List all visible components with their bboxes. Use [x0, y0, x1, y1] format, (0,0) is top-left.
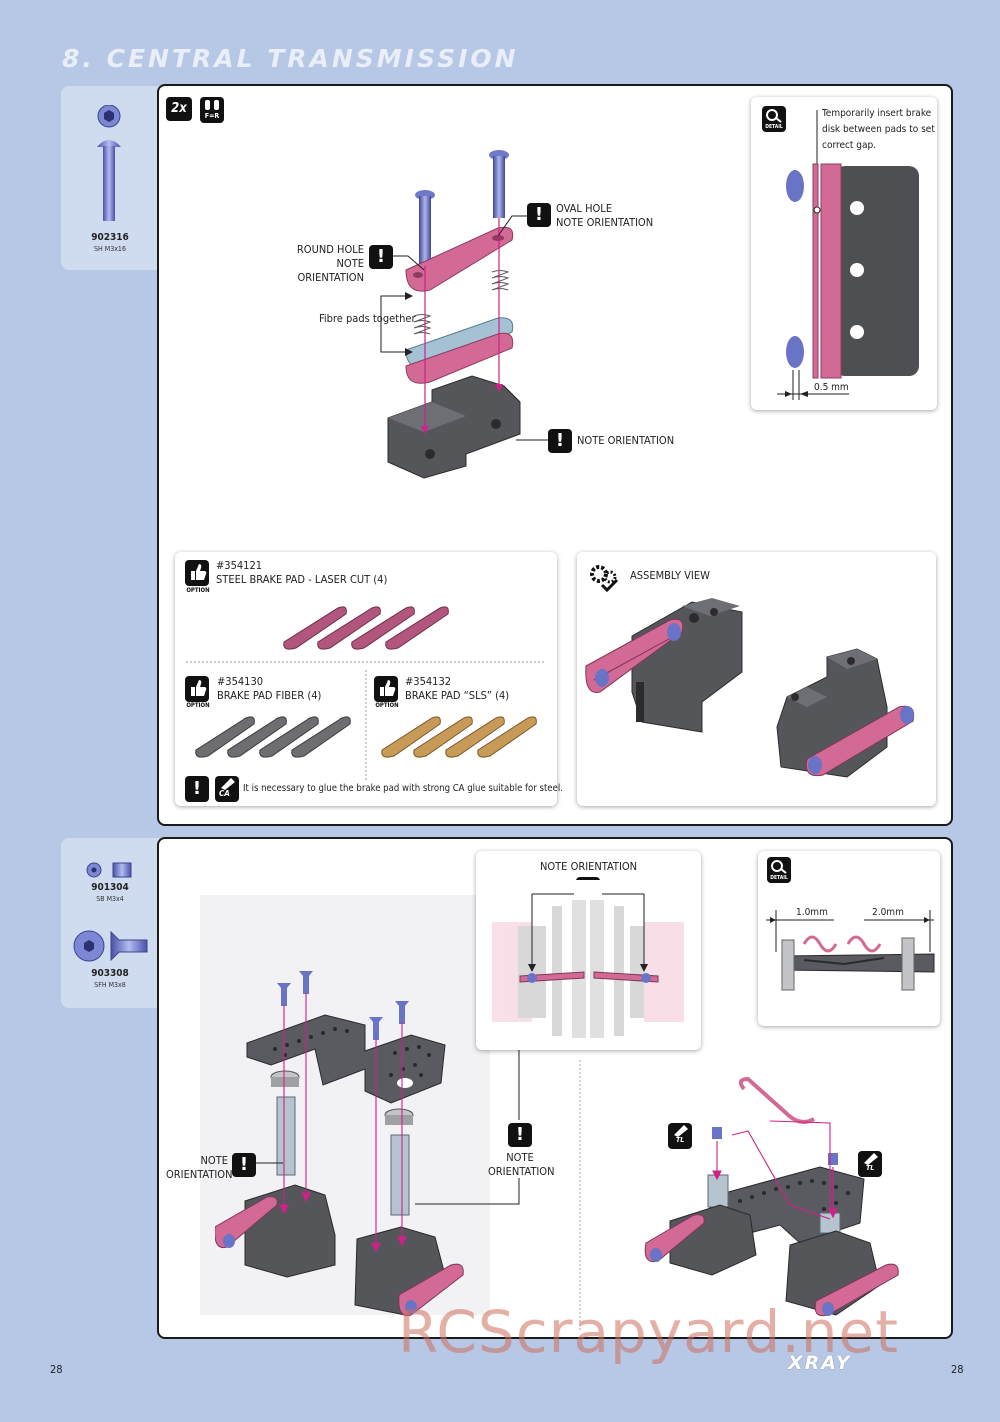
set-screw-901304-icon: [86, 862, 132, 878]
page-number-right: 28: [951, 1363, 964, 1376]
oval-hole-leader: [497, 215, 528, 237]
thumbs-up-icon: [374, 676, 398, 702]
part-desc: SB M3x4: [96, 895, 124, 903]
screw-902316-icon: [97, 105, 121, 221]
note-orientation-top-label: NOTE ORIENTATION: [539, 860, 638, 873]
options-divider: [186, 661, 544, 663]
part-number: 902316: [91, 232, 129, 243]
warning-icon: !: [508, 1123, 532, 1147]
note-leader: [516, 439, 548, 441]
round-hole-leader: [392, 255, 425, 271]
countersunk-screw-903308-icon: [73, 930, 148, 962]
spring-gap-detail-drawing: [766, 910, 935, 991]
gears-check-icon: [590, 565, 619, 593]
brake-gap-detail-drawing: [777, 110, 919, 400]
fibre-pads-bracket: [380, 292, 413, 356]
note-leader-middle: [415, 1050, 520, 1205]
note-orientation-label: NOTE ORIENTATION: [577, 434, 675, 447]
warning-icon: !: [232, 1153, 256, 1177]
dimension-2mm: 2.0mm: [872, 907, 904, 918]
dimension-1mm: 1.0mm: [796, 907, 828, 918]
sls-pads-drawing: [381, 716, 537, 758]
page-number-left: 28: [50, 1363, 63, 1376]
option-label: OPTION: [186, 587, 210, 594]
ca-glue-icon: CA: [215, 776, 239, 802]
mount-plate-exploded-drawing: [215, 971, 464, 1317]
option-label: OPTION: [186, 702, 210, 709]
steel-pads-drawing: [283, 606, 449, 650]
assembly-view-label: ASSEMBLY VIEW: [630, 569, 710, 582]
pad-orientation-drawing: [484, 880, 694, 1040]
warning-icon: !: [548, 429, 572, 453]
thumbs-up-icon: [185, 676, 209, 702]
page-title: 8. CENTRAL TRANSMISSION: [62, 44, 519, 73]
spring-assembly-drawing: [644, 1076, 899, 1317]
section-divider: [579, 1060, 581, 1330]
part-desc: SFH M3x8: [94, 981, 126, 989]
parts-tab-bottom: 901304 SB M3x4 903308 SFH M3x8: [61, 838, 159, 1008]
watermark-text: RCScrapyard.net: [398, 1298, 899, 1366]
detail-magnify-icon: DETAIL: [762, 106, 786, 132]
glue-note: It is necessary to glue the brake pad wi…: [243, 783, 563, 794]
part-desc: SH M3x16: [94, 245, 126, 253]
brand-logo: XRAY: [788, 1352, 852, 1374]
detail-magnify-icon: DETAIL: [767, 857, 791, 883]
threadlock-icon: TL: [668, 1123, 692, 1149]
note-leader: [255, 1162, 283, 1164]
warning-icon: !: [185, 776, 209, 802]
warning-icon: !: [527, 203, 551, 227]
option-label: OPTION: [375, 702, 399, 709]
part-number: 901304: [91, 882, 129, 893]
part-number: 903308: [91, 968, 129, 979]
options-vdivider: [365, 670, 367, 780]
same-side-icon: [205, 100, 219, 110]
warning-icon: !: [369, 245, 393, 269]
quantity-badge: 2x: [166, 97, 192, 121]
thumbs-up-icon: [185, 560, 209, 586]
parts-tab-top: 902316 SH M3x16: [61, 86, 159, 270]
assembly-view-drawing: [585, 598, 915, 778]
gap-dimension: 0.5 mm: [814, 382, 849, 393]
brake-assembly-exploded-drawing: [387, 150, 521, 479]
fibre-pads-label: Fibre pads together: [319, 312, 416, 325]
front-rear-badge: F=R: [200, 97, 224, 123]
fiber-pads-drawing: [195, 716, 351, 758]
threadlock-icon: TL: [858, 1151, 882, 1177]
